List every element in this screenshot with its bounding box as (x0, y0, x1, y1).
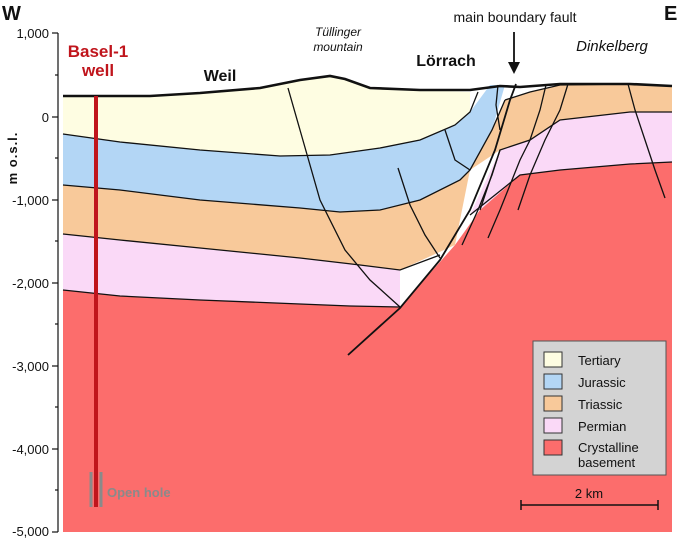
boundary-permian-basement-east (469, 161, 673, 216)
legend-swatch-triassic (543, 395, 563, 412)
place-tullinger-line2: mountain (313, 40, 363, 54)
layer-permian (63, 234, 400, 307)
fault-tullinger-west[interactable] (287, 87, 401, 308)
legend-label-line2: basement (578, 455, 635, 470)
legend: Tertiary Jurassic Triassic Permian Cryst… (532, 340, 667, 476)
legend-swatch-tertiary (543, 351, 563, 368)
fault-dinkelberg-1[interactable] (517, 83, 569, 211)
fault-dinkelberg-2[interactable] (627, 83, 666, 199)
scale-bar-label: 2 km (575, 486, 603, 501)
fault-lorrach-3[interactable] (487, 84, 547, 239)
fault-small-1[interactable] (495, 84, 501, 131)
axis-tick-label: -3,000 (12, 359, 49, 374)
legend-label: Jurassic (578, 375, 626, 390)
layer-permian-east (470, 112, 672, 215)
legend-swatch-basement (543, 439, 563, 456)
well-name-line2: well (81, 61, 114, 80)
fault-main-boundary[interactable] (347, 83, 517, 356)
place-tullinger-line1: Tüllinger (315, 25, 362, 39)
axis-tick-label: -4,000 (12, 442, 49, 457)
layer-triassic-east (470, 84, 672, 170)
legend-item: Tertiary (543, 351, 621, 368)
fault-tullinger-mid[interactable] (397, 167, 441, 259)
legend-swatch-jurassic (543, 373, 563, 390)
direction-west: W (2, 3, 21, 25)
legend-item: Crystalline basement (543, 439, 639, 470)
axis-tick-label: 0 (42, 110, 49, 125)
legend-swatch-permian (543, 417, 563, 434)
fault-lorrach-1[interactable] (444, 129, 471, 171)
legend-label: Triassic (578, 397, 623, 412)
legend-item: Triassic (543, 395, 623, 412)
layer-triassic (63, 170, 470, 270)
place-lorrach: Lörrach (416, 53, 476, 70)
boundary-triassic-permian (62, 233, 441, 271)
depth-axis (52, 32, 59, 533)
section-layers (63, 76, 672, 532)
direction-east: E (664, 3, 677, 25)
axis-tick-label: -1,000 (12, 193, 49, 208)
axis-tick-label: 1,000 (16, 26, 49, 41)
place-dinkelberg: Dinkelberg (576, 38, 648, 55)
legend-label: Tertiary (578, 353, 621, 368)
layer-jurassic (63, 85, 505, 212)
depth-axis-labels: 1,000 0 -1,000 -2,000 -3,000 -4,000 -5,0… (12, 26, 49, 538)
boundary-permian-basement (62, 289, 401, 308)
fault-arrow-icon (508, 32, 520, 74)
well-name-line1: Basel-1 (68, 42, 128, 61)
scale-bar: 2 km (520, 486, 659, 510)
axis-title: m o.s.l. (5, 132, 20, 185)
axis-tick-label: -5,000 (12, 524, 49, 538)
legend-label: Crystalline (578, 440, 639, 455)
fault-lorrach-2[interactable] (461, 149, 501, 246)
open-hole-label: Open hole (107, 485, 171, 500)
legend-item: Permian (543, 417, 626, 434)
legend-item: Jurassic (543, 373, 626, 390)
axis-tick-label: -2,000 (12, 276, 49, 291)
open-hole-marker (89, 472, 103, 507)
fault-label: main boundary fault (454, 9, 577, 25)
ground-surface (63, 74, 673, 98)
boundary-tertiary-jurassic (62, 91, 479, 157)
legend-label: Permian (578, 419, 626, 434)
layer-basement (63, 162, 672, 532)
boundary-jurassic-triassic (62, 99, 506, 213)
place-weil: Weil (204, 68, 237, 85)
